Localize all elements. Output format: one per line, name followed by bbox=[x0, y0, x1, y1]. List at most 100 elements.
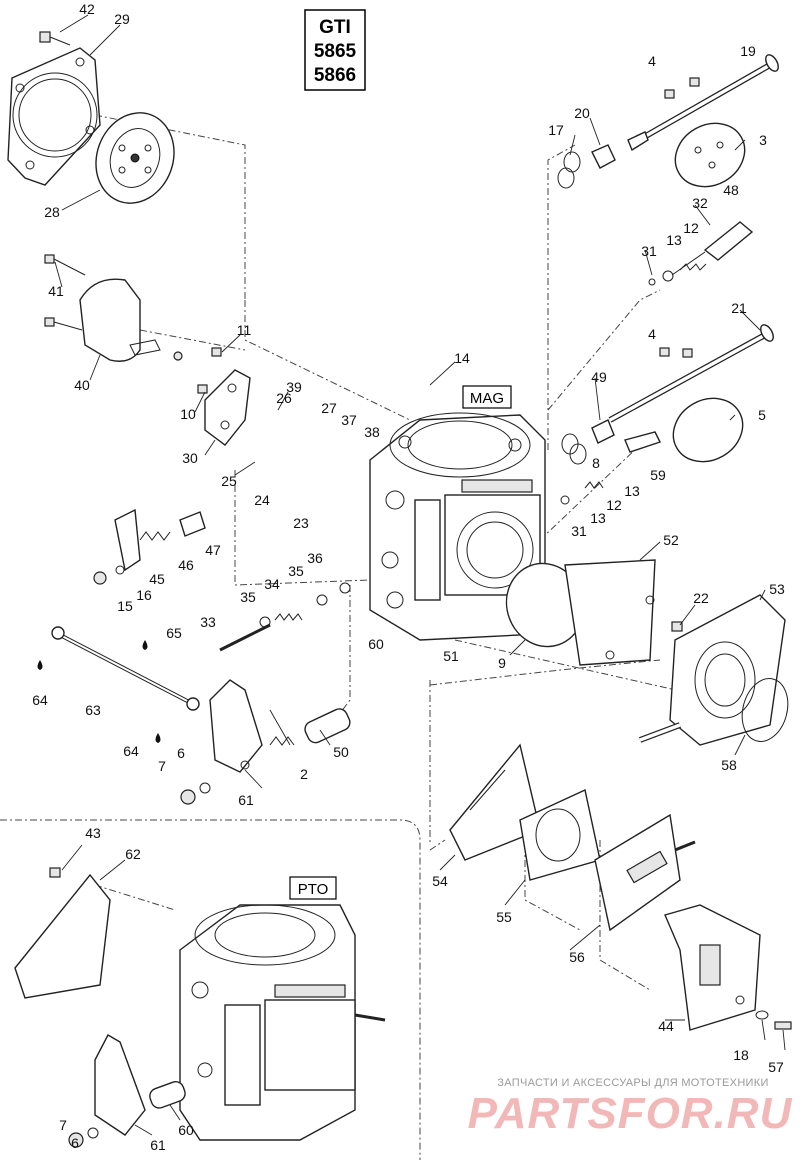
pto-region-outline bbox=[0, 819, 421, 1160]
bracket-44 bbox=[664, 904, 792, 1031]
watermark-brand: PARTSFOR.RU bbox=[468, 1089, 793, 1138]
callout-49: 49 bbox=[591, 369, 607, 385]
callout-14: 14 bbox=[454, 350, 470, 366]
callout-48: 48 bbox=[723, 182, 739, 198]
callout-37: 37 bbox=[341, 412, 357, 428]
callout-21: 21 bbox=[731, 300, 747, 316]
mag-label: MAG bbox=[462, 385, 512, 409]
callout-52: 52 bbox=[663, 532, 679, 548]
callout-44: 44 bbox=[658, 1018, 674, 1034]
linkage-rod-63 bbox=[37, 626, 200, 743]
callout-13b: 13 bbox=[624, 483, 640, 499]
callout-50: 50 bbox=[333, 744, 349, 760]
callout-23: 23 bbox=[293, 515, 309, 531]
choke-plate-30 bbox=[197, 347, 251, 446]
callout-61b: 61 bbox=[150, 1137, 166, 1153]
callout-39: 39 bbox=[286, 379, 302, 395]
callout-58: 58 bbox=[721, 757, 737, 773]
callout-35a: 35 bbox=[288, 563, 304, 579]
callout-7b: 7 bbox=[59, 1117, 67, 1133]
pto-label: PTO bbox=[289, 876, 337, 900]
callout-45: 45 bbox=[149, 571, 165, 587]
callout-22: 22 bbox=[693, 590, 709, 606]
callout-60b: 60 bbox=[178, 1122, 194, 1138]
cover-56 bbox=[594, 813, 696, 932]
needle-assembly-upper bbox=[648, 221, 754, 286]
callout-4b: 4 bbox=[648, 326, 656, 342]
callout-64a: 64 bbox=[32, 692, 48, 708]
callout-46: 46 bbox=[178, 557, 194, 573]
callout-54: 54 bbox=[432, 873, 448, 889]
callout-29: 29 bbox=[114, 11, 130, 27]
callout-47: 47 bbox=[205, 542, 221, 558]
callout-4a: 4 bbox=[648, 53, 656, 69]
callout-27: 27 bbox=[321, 400, 337, 416]
gasket-9-cover-52 bbox=[505, 559, 656, 666]
model-line-3: 5866 bbox=[314, 65, 356, 86]
callout-24: 24 bbox=[254, 492, 270, 508]
model-line-2: 5865 bbox=[314, 41, 357, 62]
callout-26: 26 bbox=[276, 390, 292, 406]
callout-20: 20 bbox=[574, 105, 590, 121]
callout-53: 53 bbox=[769, 581, 785, 597]
idle-screw-group bbox=[219, 582, 351, 652]
bushing-49-orings-8 bbox=[561, 419, 615, 465]
callout-2: 2 bbox=[300, 766, 308, 782]
callout-13c: 13 bbox=[590, 510, 606, 526]
throttle-shaft-19 bbox=[627, 54, 779, 152]
callout-12b: 12 bbox=[606, 497, 622, 513]
needle-assembly-lower bbox=[560, 431, 661, 505]
callout-38: 38 bbox=[364, 424, 380, 440]
callout-6a: 6 bbox=[177, 745, 185, 761]
callout-16: 16 bbox=[136, 587, 152, 603]
pto-bracket-62 bbox=[14, 867, 111, 999]
carburetor-body-mag bbox=[369, 412, 546, 641]
screw-42 bbox=[39, 31, 71, 46]
callout-56: 56 bbox=[569, 949, 585, 965]
lever-spring-group bbox=[93, 508, 206, 585]
callout-65: 65 bbox=[166, 625, 182, 641]
callout-5: 5 bbox=[758, 407, 766, 423]
callout-55: 55 bbox=[496, 909, 512, 925]
callout-36: 36 bbox=[307, 550, 323, 566]
callout-35b: 35 bbox=[240, 589, 256, 605]
callout-28: 28 bbox=[44, 204, 60, 220]
throttle-plate-5 bbox=[672, 397, 744, 463]
lever-61 bbox=[180, 679, 351, 805]
leader-lines bbox=[54, 14, 786, 1136]
callout-30: 30 bbox=[182, 450, 198, 466]
callout-6b: 6 bbox=[71, 1135, 79, 1151]
callout-42: 42 bbox=[79, 1, 95, 17]
model-box: GTI 5865 5866 bbox=[304, 9, 366, 91]
callout-34: 34 bbox=[264, 576, 280, 592]
callout-62: 62 bbox=[125, 846, 141, 862]
diaphragm-28 bbox=[95, 112, 175, 204]
callout-40: 40 bbox=[74, 377, 90, 393]
callout-13a: 13 bbox=[666, 232, 682, 248]
callout-12a: 12 bbox=[683, 220, 699, 236]
callout-33: 33 bbox=[200, 614, 216, 630]
bushing-20-orings-17 bbox=[557, 144, 616, 189]
callout-18: 18 bbox=[733, 1047, 749, 1063]
callout-numbers: 42 29 28 41 40 11 10 30 14 39 26 27 37 3… bbox=[32, 1, 785, 1153]
throttle-plate-3 bbox=[674, 122, 746, 188]
pto-label-text: PTO bbox=[298, 881, 329, 898]
callout-43: 43 bbox=[85, 825, 101, 841]
callout-10: 10 bbox=[180, 406, 196, 422]
callout-61a: 61 bbox=[238, 792, 254, 808]
callout-19: 19 bbox=[740, 43, 756, 59]
callout-25: 25 bbox=[221, 473, 237, 489]
model-line-1: GTI bbox=[319, 17, 351, 38]
callout-57: 57 bbox=[768, 1059, 784, 1075]
pump-cover-53 bbox=[638, 594, 789, 746]
carburetor-body-pto bbox=[179, 904, 386, 1141]
watermark-tagline: ЗАПЧАСТИ И АКСЕССУАРЫ ДЛЯ МОТОТЕХНИКИ bbox=[497, 1077, 768, 1089]
cover-40 bbox=[44, 254, 183, 362]
callout-3: 3 bbox=[759, 132, 767, 148]
throttle-shaft-21 bbox=[608, 324, 774, 423]
callout-63: 63 bbox=[85, 702, 101, 718]
mag-label-text: MAG bbox=[470, 390, 504, 407]
callout-31b: 31 bbox=[571, 523, 587, 539]
callout-31a: 31 bbox=[641, 243, 657, 259]
